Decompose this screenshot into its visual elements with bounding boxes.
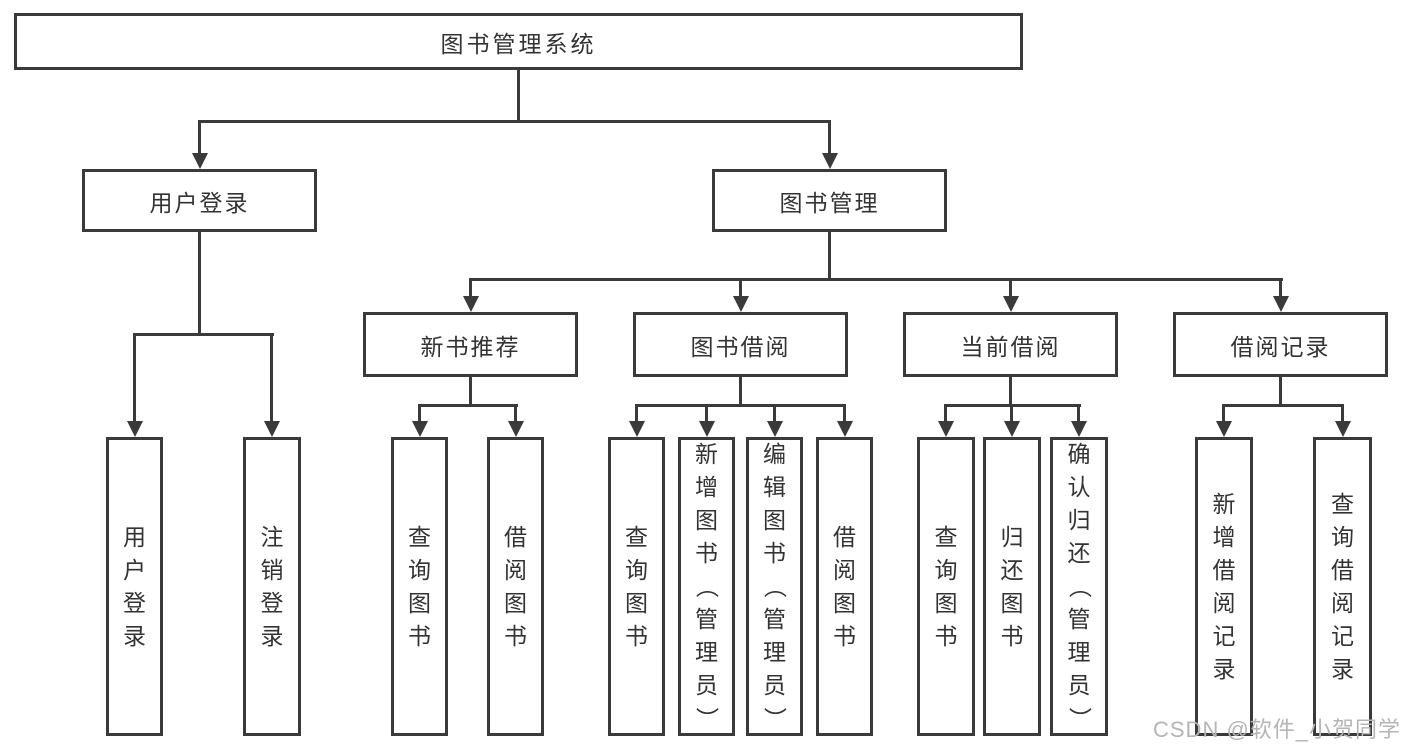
node-book-borrowing: 图书借阅 <box>633 312 848 377</box>
leaf-query-books-recommend: 查询图书 <box>391 437 448 736</box>
connector-current-borrowing-drop <box>1009 278 1012 298</box>
node-current-borrowing: 当前借阅 <box>903 312 1118 377</box>
connector-g3-leaf3-drop <box>773 404 776 422</box>
connector-book-borrowing-hline <box>635 404 846 407</box>
connector-book-borrowing-drop <box>739 278 742 298</box>
connector-book-borrowing-stem <box>739 377 742 407</box>
connector-leaf-user-login-drop <box>133 333 136 422</box>
leaf-borrow-books-borrowing: 借阅图书 <box>816 437 873 736</box>
arrowhead-current-borrowing <box>1003 296 1019 312</box>
connector-borrowing-records-stem <box>1279 377 1282 407</box>
arrowhead-g2-leaf2 <box>508 421 524 437</box>
connector-new-book-hline <box>418 404 518 407</box>
node-library-system-label: 图书管理系统 <box>440 30 597 57</box>
connector-leaf-logout-drop <box>270 333 273 422</box>
arrowhead-g3-leaf4 <box>837 421 853 437</box>
connector-level3-hline <box>469 278 1283 281</box>
connector-g5-leaf1-drop <box>1222 404 1225 422</box>
leaf-query-books-current: 查询图书 <box>917 437 975 736</box>
leaf-user-login: 用户登录 <box>106 437 163 736</box>
connector-g4-leaf2-drop <box>1010 404 1013 422</box>
node-user-login: 用户登录 <box>82 169 317 232</box>
arrowhead-user-login <box>192 153 208 169</box>
leaf-add-borrow-record: 新增借阅记录 <box>1195 437 1253 736</box>
connector-book-management-drop <box>828 120 831 155</box>
node-book-management-label: 图书管理 <box>779 189 880 216</box>
node-current-borrowing-label: 当前借阅 <box>960 333 1061 360</box>
arrowhead-book-borrowing <box>733 296 749 312</box>
leaf-add-books-admin: 新增图书（管理员） <box>678 437 735 736</box>
arrowhead-g5-leaf1 <box>1216 421 1232 437</box>
arrowhead-g4-leaf1 <box>938 421 954 437</box>
arrowhead-g2-leaf1 <box>412 421 428 437</box>
connector-g2-leaf2-drop <box>514 404 517 422</box>
node-library-system: 图书管理系统 <box>14 13 1023 70</box>
watermark-text: CSDN @软件_小贺同学 <box>1153 717 1402 742</box>
arrowhead-g3-leaf2 <box>699 421 715 437</box>
arrowhead-g4-leaf2 <box>1004 421 1020 437</box>
connector-borrowing-records-hline <box>1222 404 1344 407</box>
connector-new-book-stem <box>469 377 472 407</box>
node-book-borrowing-label: 图书借阅 <box>690 333 791 360</box>
connector-g4-leaf1-drop <box>944 404 947 422</box>
connector-borrowing-records-drop <box>1279 278 1282 298</box>
arrowhead-g3-leaf1 <box>629 421 645 437</box>
connector-book-management-stem <box>828 232 831 280</box>
arrowhead-g5-leaf2 <box>1335 421 1351 437</box>
leaf-confirm-return-admin: 确认归还（管理员） <box>1050 437 1108 736</box>
node-borrowing-records-label: 借阅记录 <box>1230 333 1331 360</box>
arrowhead-leaf-user-login <box>127 421 143 437</box>
leaf-borrow-books-recommend: 借阅图书 <box>487 437 544 736</box>
node-new-book-recommendation-label: 新书推荐 <box>420 333 521 360</box>
leaf-logout: 注销登录 <box>243 437 301 736</box>
arrowhead-book-management <box>822 153 838 169</box>
connector-current-borrowing-stem <box>1009 377 1012 407</box>
connector-root-stem <box>517 70 520 122</box>
arrowhead-leaf-logout <box>264 421 280 437</box>
connector-g4-leaf3-drop <box>1077 404 1080 422</box>
connector-new-book-drop <box>469 278 472 298</box>
node-new-book-recommendation: 新书推荐 <box>363 312 578 377</box>
connector-user-login-stem <box>198 232 201 335</box>
leaf-query-borrow-record: 查询借阅记录 <box>1313 437 1372 736</box>
arrowhead-g4-leaf3 <box>1071 421 1087 437</box>
connector-user-login-hline <box>133 333 274 336</box>
connector-user-login-drop <box>198 120 201 155</box>
node-borrowing-records: 借阅记录 <box>1173 312 1388 377</box>
arrowhead-borrowing-records <box>1273 296 1289 312</box>
node-user-login-label: 用户登录 <box>149 189 250 216</box>
connector-g3-leaf1-drop <box>635 404 638 422</box>
leaf-edit-books-admin: 编辑图书（管理员） <box>746 437 803 736</box>
arrowhead-g3-leaf3 <box>767 421 783 437</box>
node-book-management: 图书管理 <box>712 169 947 232</box>
connector-level2-hline <box>198 120 831 123</box>
arrowhead-new-book <box>463 296 479 312</box>
connector-g2-leaf1-drop <box>418 404 421 422</box>
connector-g3-leaf4-drop <box>843 404 846 422</box>
leaf-return-books: 归还图书 <box>983 437 1041 736</box>
leaf-query-books-borrowing: 查询图书 <box>608 437 665 736</box>
connector-g5-leaf2-drop <box>1341 404 1344 422</box>
connector-g3-leaf2-drop <box>705 404 708 422</box>
